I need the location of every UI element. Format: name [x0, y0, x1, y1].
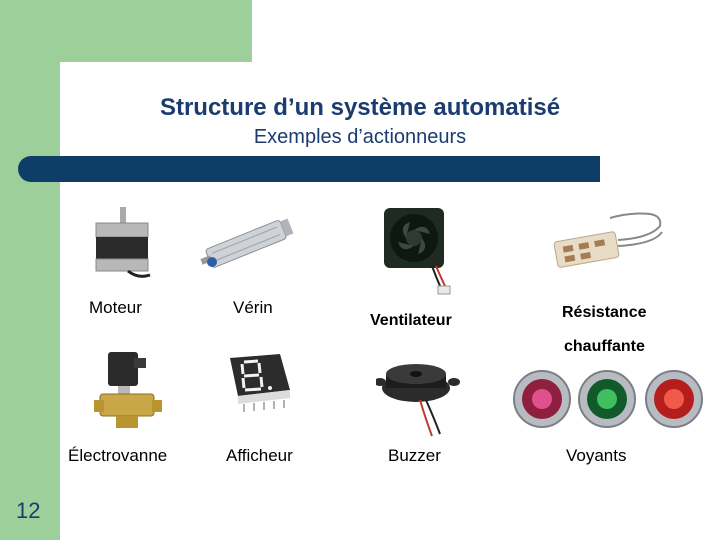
- seven-segment-display-image: [230, 354, 290, 412]
- side-band: [0, 0, 60, 540]
- title-bar: [18, 156, 600, 182]
- page-number: 12: [16, 498, 41, 523]
- solenoid-valve-image: [94, 352, 162, 428]
- content-area: [60, 62, 720, 540]
- label-buzzer: Buzzer: [388, 446, 441, 465]
- slide-subtitle: Exemples d’actionneurs: [253, 126, 467, 148]
- motor-image: [95, 207, 151, 278]
- label-resistance: Résistance: [562, 304, 647, 321]
- label-voyants: Voyants: [566, 446, 627, 465]
- label-chauffante: chauffante: [564, 338, 645, 355]
- buzzer-image: [376, 364, 460, 437]
- label-verin: Vérin: [233, 298, 273, 317]
- heater-image: [553, 212, 663, 268]
- fan-image: [384, 208, 451, 295]
- top-band: [0, 0, 252, 62]
- label-ventilateur: Ventilateur: [370, 312, 452, 329]
- cylinder-image: [200, 218, 294, 268]
- label-afficheur: Afficheur: [226, 446, 293, 465]
- slide-title: Structure d’un système automatisé: [159, 94, 561, 121]
- indicator-lights-image: [513, 370, 703, 428]
- label-moteur: Moteur: [89, 298, 142, 317]
- label-electrovanne: Électrovanne: [68, 446, 168, 465]
